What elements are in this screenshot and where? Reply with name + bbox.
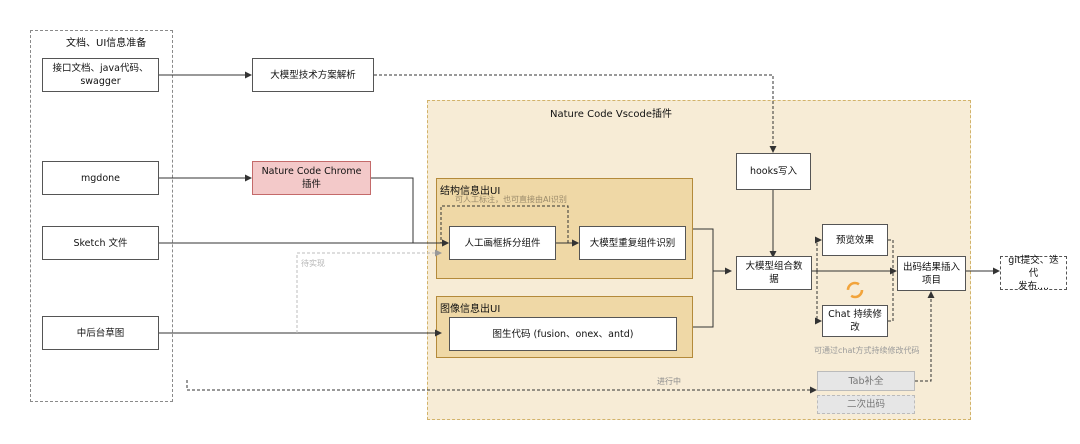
manual-or-ai-note: 可人工标注，也可直接由AI识别: [455, 195, 567, 204]
edge-tab-to-output: [915, 291, 935, 382]
image-group-title: 图像信息出UI: [440, 304, 501, 315]
preview-node[interactable]: 预览效果: [822, 224, 888, 256]
tab-complete-node[interactable]: Tab补全: [817, 371, 915, 391]
llm-parse-node[interactable]: 大模型技术方案解析: [252, 58, 374, 92]
edge-preview-to-output: [888, 239, 894, 271]
second-output-node[interactable]: 二次出码: [817, 395, 915, 414]
edge-chat-to-output: [888, 271, 894, 322]
hooks-node[interactable]: hooks写入: [736, 153, 811, 190]
structure-group-title: 结构信息出UI: [440, 186, 501, 197]
mgdone-node[interactable]: mgdone: [42, 161, 159, 195]
img2code-node[interactable]: 图生代码 (fusion、onex、antd): [449, 317, 677, 351]
chat-edit-node[interactable]: Chat 持续修改: [822, 305, 888, 337]
todo-note: 待实现: [301, 259, 325, 268]
edge-chrome-to-split: [371, 177, 449, 247]
draft-node[interactable]: 中后台草图: [42, 316, 159, 350]
chat-hint-note: 可通过chat方式持续修改代码: [814, 346, 920, 355]
sketch-node[interactable]: Sketch 文件: [42, 226, 159, 260]
git-node[interactable]: git提交、迭代 发布....: [1000, 255, 1067, 292]
output-insert-node[interactable]: 出码结果插入 项目: [897, 256, 966, 291]
prep-group-title: 文档、UI信息准备: [66, 38, 147, 49]
edge-combine-to-preview: [812, 236, 822, 272]
in-progress-note: 进行中: [657, 377, 681, 386]
edge-image-to-combine: [693, 271, 714, 328]
refresh-icon: [846, 281, 864, 299]
vscode-plugin-title: Nature Code Vscode插件: [550, 109, 673, 120]
edge-structure-to-combine: [693, 228, 732, 275]
chrome-plugin-node[interactable]: Nature Code Chrome插件: [252, 161, 371, 195]
edge-inprogress-to-tab: [186, 380, 817, 394]
edge-annotation-loop: [440, 205, 579, 247]
edge-combine-to-chat: [815, 271, 822, 325]
manual-split-node[interactable]: 人工画框拆分组件: [449, 226, 556, 260]
edge-todo: [296, 249, 442, 333]
llm-reuse-node[interactable]: 大模型重复组件识别: [579, 226, 686, 260]
api-docs-node[interactable]: 接口文档、java代码、 swagger: [42, 58, 159, 92]
edge-parse-to-hooks: [374, 74, 777, 153]
llm-combine-node[interactable]: 大模型组合数据: [736, 256, 812, 290]
prep-group: [30, 30, 173, 402]
